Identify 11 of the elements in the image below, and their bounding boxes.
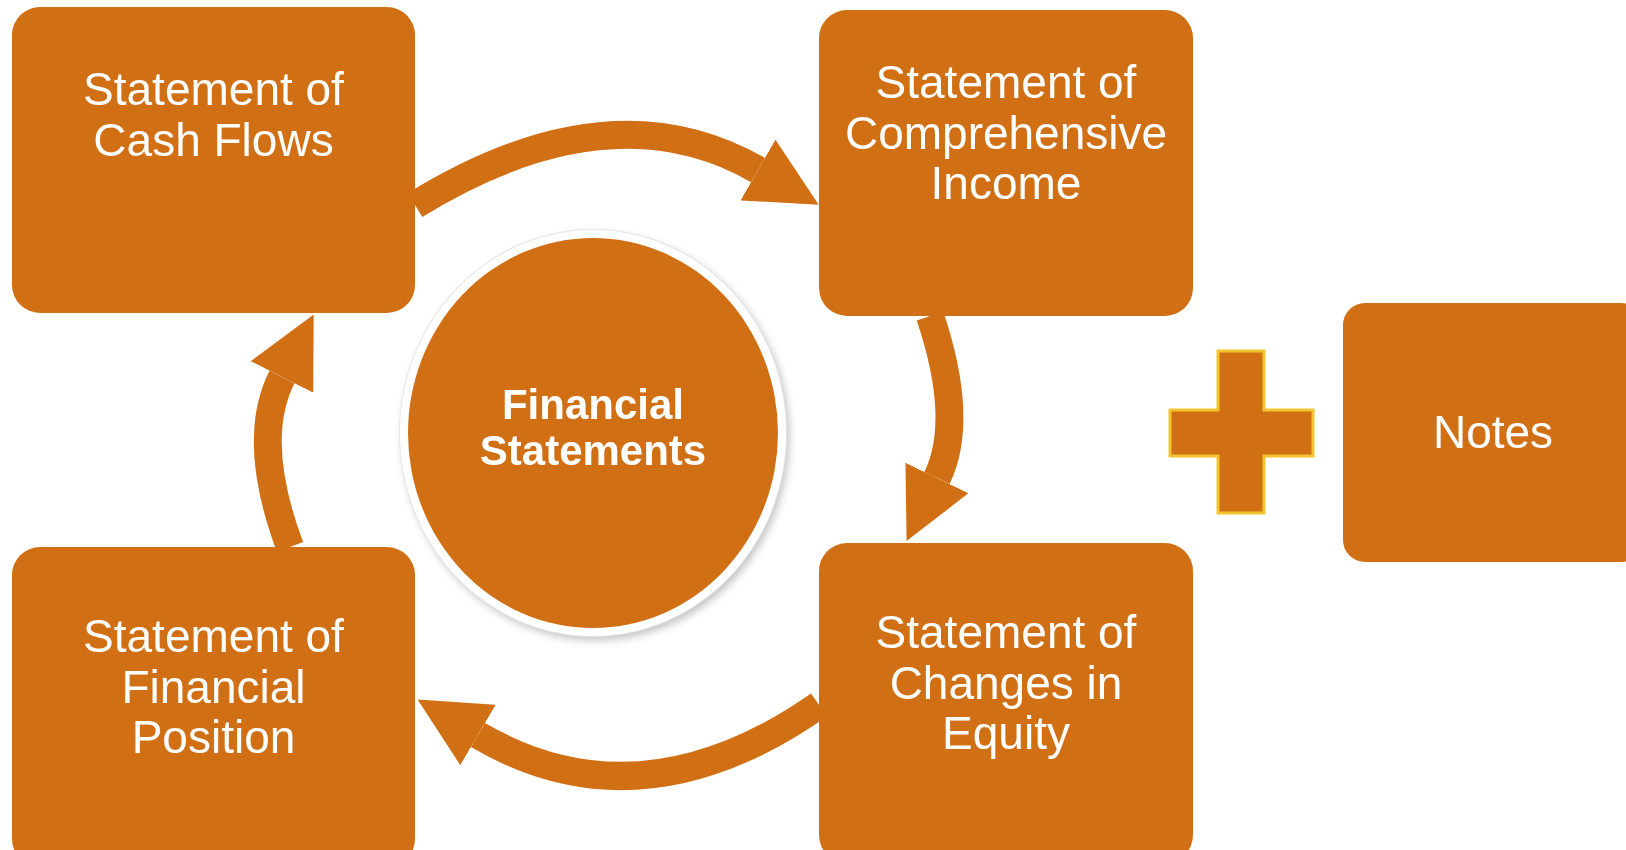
box-label: Notes [1432,407,1554,458]
box-label: Statement of Cash Flows [82,64,345,166]
statement-box [819,543,1193,850]
box-label: Statement of Changes in Equity [874,607,1138,759]
center-label: Financial Statements [478,381,708,475]
statement-box [12,7,415,313]
statement-box [12,547,415,850]
box-label: Statement of Financial Position [82,611,345,763]
statement-box [819,10,1193,316]
box-label: Statement of Comprehensive Income [844,57,1168,209]
statement-box [1343,303,1626,562]
